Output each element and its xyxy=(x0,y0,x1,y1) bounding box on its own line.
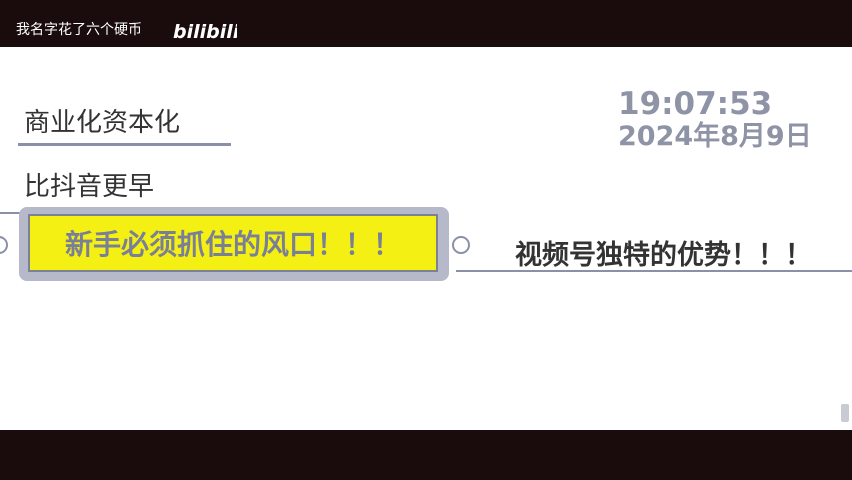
channel-name: 我名字花了六个硬币 xyxy=(16,22,142,38)
connector-line-left xyxy=(0,212,24,214)
collapse-toggle-right[interactable] xyxy=(452,236,470,254)
connector-line-right xyxy=(456,270,852,272)
top-bar: 我名字花了六个硬币 bilibili xyxy=(0,0,852,47)
mindmap-node-advantage[interactable]: 视频号独特的优势！！！ xyxy=(515,240,812,271)
bilibili-logo: bilibili xyxy=(173,21,237,43)
date-overlay: 2024年8月9日 xyxy=(618,121,812,152)
collapse-toggle-left[interactable] xyxy=(0,236,8,254)
highlight-node-label: 新手必须抓住的风口！！！ xyxy=(64,228,401,261)
time-overlay: 19:07:53 xyxy=(618,86,773,122)
node-underline xyxy=(18,143,231,146)
mindmap-node-commercial[interactable]: 商业化资本化 xyxy=(24,108,181,138)
bottom-bar xyxy=(0,430,852,480)
scroll-handle-icon[interactable] xyxy=(840,402,850,424)
svg-text:bilibili: bilibili xyxy=(173,21,237,43)
highlight-node[interactable]: 新手必须抓住的风口！！！ xyxy=(28,214,438,272)
mindmap-node-earlier[interactable]: 比抖音更早 xyxy=(24,172,155,202)
